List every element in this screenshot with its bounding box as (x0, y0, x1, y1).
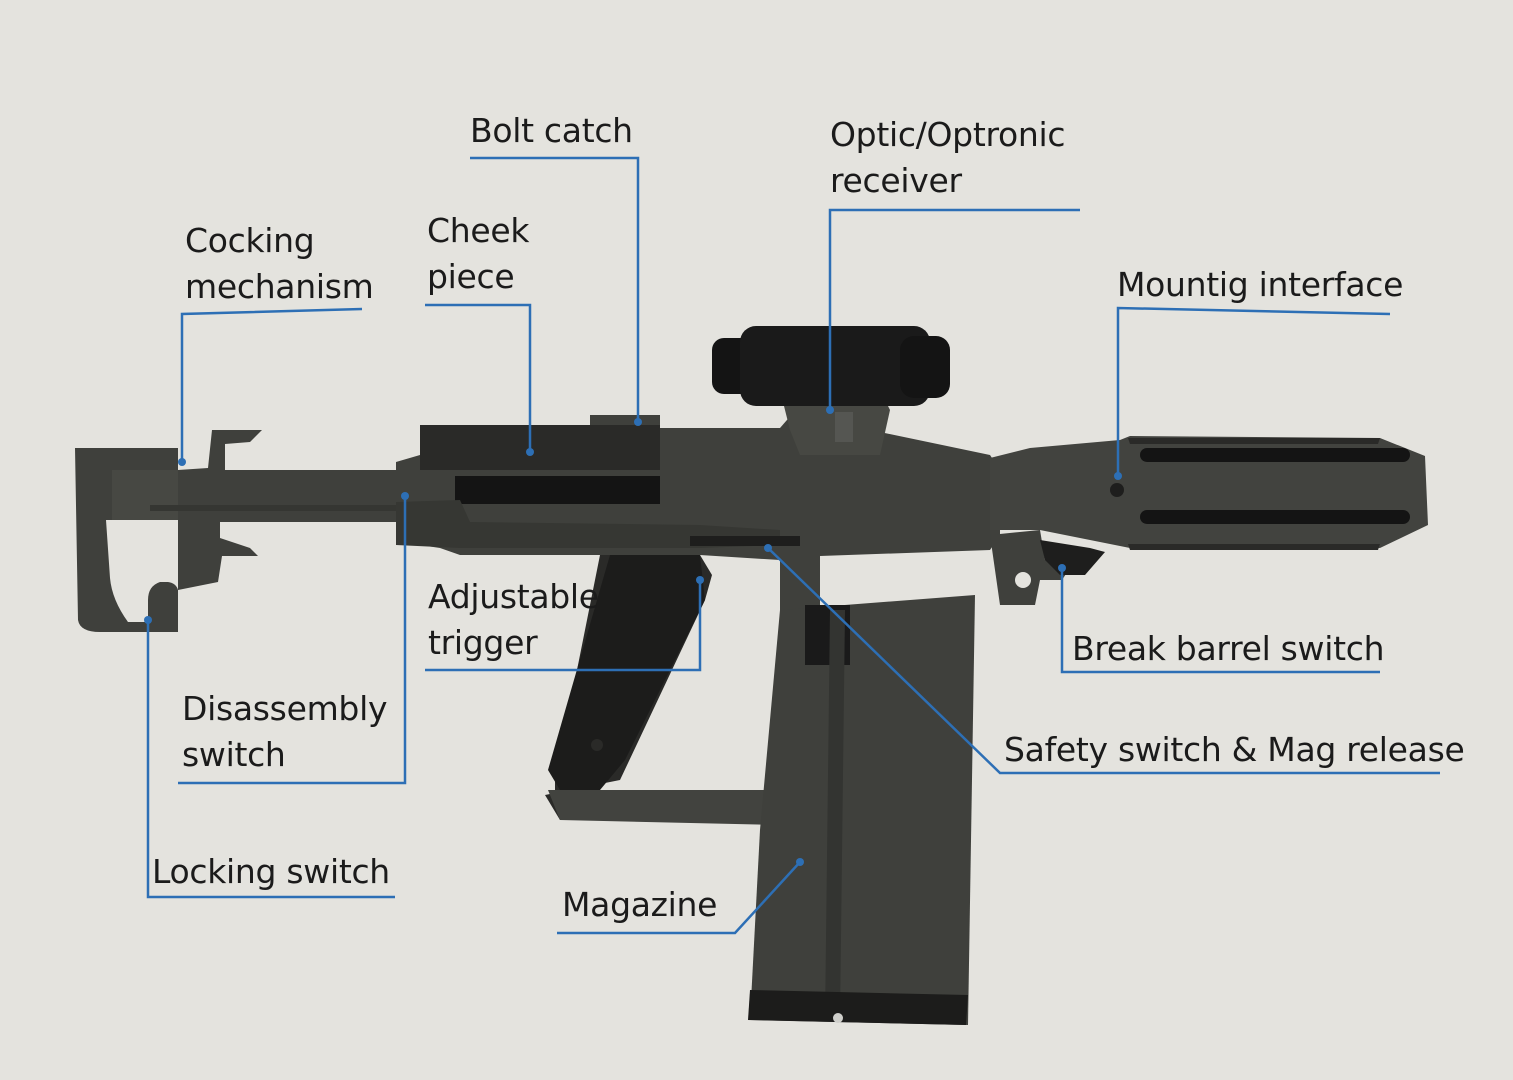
receiver (396, 405, 1000, 610)
grip (545, 555, 780, 825)
leader-optic (828, 208, 1080, 410)
label-locking-switch: Locking switch (152, 852, 390, 891)
label-break-barrel-switch: Break barrel switch (1072, 629, 1385, 668)
label-adjustable-trigger: Adjustable trigger (428, 577, 599, 662)
handguard (990, 436, 1428, 550)
leader-safety (767, 547, 1440, 775)
leader-cheek (425, 303, 532, 452)
leader-bolt-catch (470, 156, 640, 422)
label-magazine: Magazine (562, 885, 718, 924)
leader-disassembly (178, 496, 407, 785)
magazine-part (748, 595, 975, 1025)
leader-cocking (180, 307, 363, 462)
break-barrel-switch-part (990, 530, 1105, 605)
label-disassembly-switch: Disassembly switch (182, 689, 388, 774)
optic (712, 326, 950, 455)
leader-adjustable (425, 580, 702, 672)
leader-locking (146, 620, 395, 899)
label-mounting-interface: Mountig interface (1117, 265, 1404, 304)
label-cocking-mechanism: Cocking mechanism (185, 221, 374, 306)
leader-lines (146, 156, 1440, 935)
label-bolt-catch: Bolt catch (470, 111, 633, 150)
leader-dots (144, 406, 1122, 866)
leader-magazine (557, 861, 801, 935)
stock (75, 430, 400, 632)
leader-break-barrel (1060, 568, 1380, 674)
label-optic-receiver: Optic/Optronic receiver (830, 115, 1066, 200)
leader-mounting (1116, 306, 1391, 476)
label-cheek-piece: Cheek piece (427, 211, 530, 296)
label-safety-switch: Safety switch & Mag release (1004, 730, 1465, 769)
